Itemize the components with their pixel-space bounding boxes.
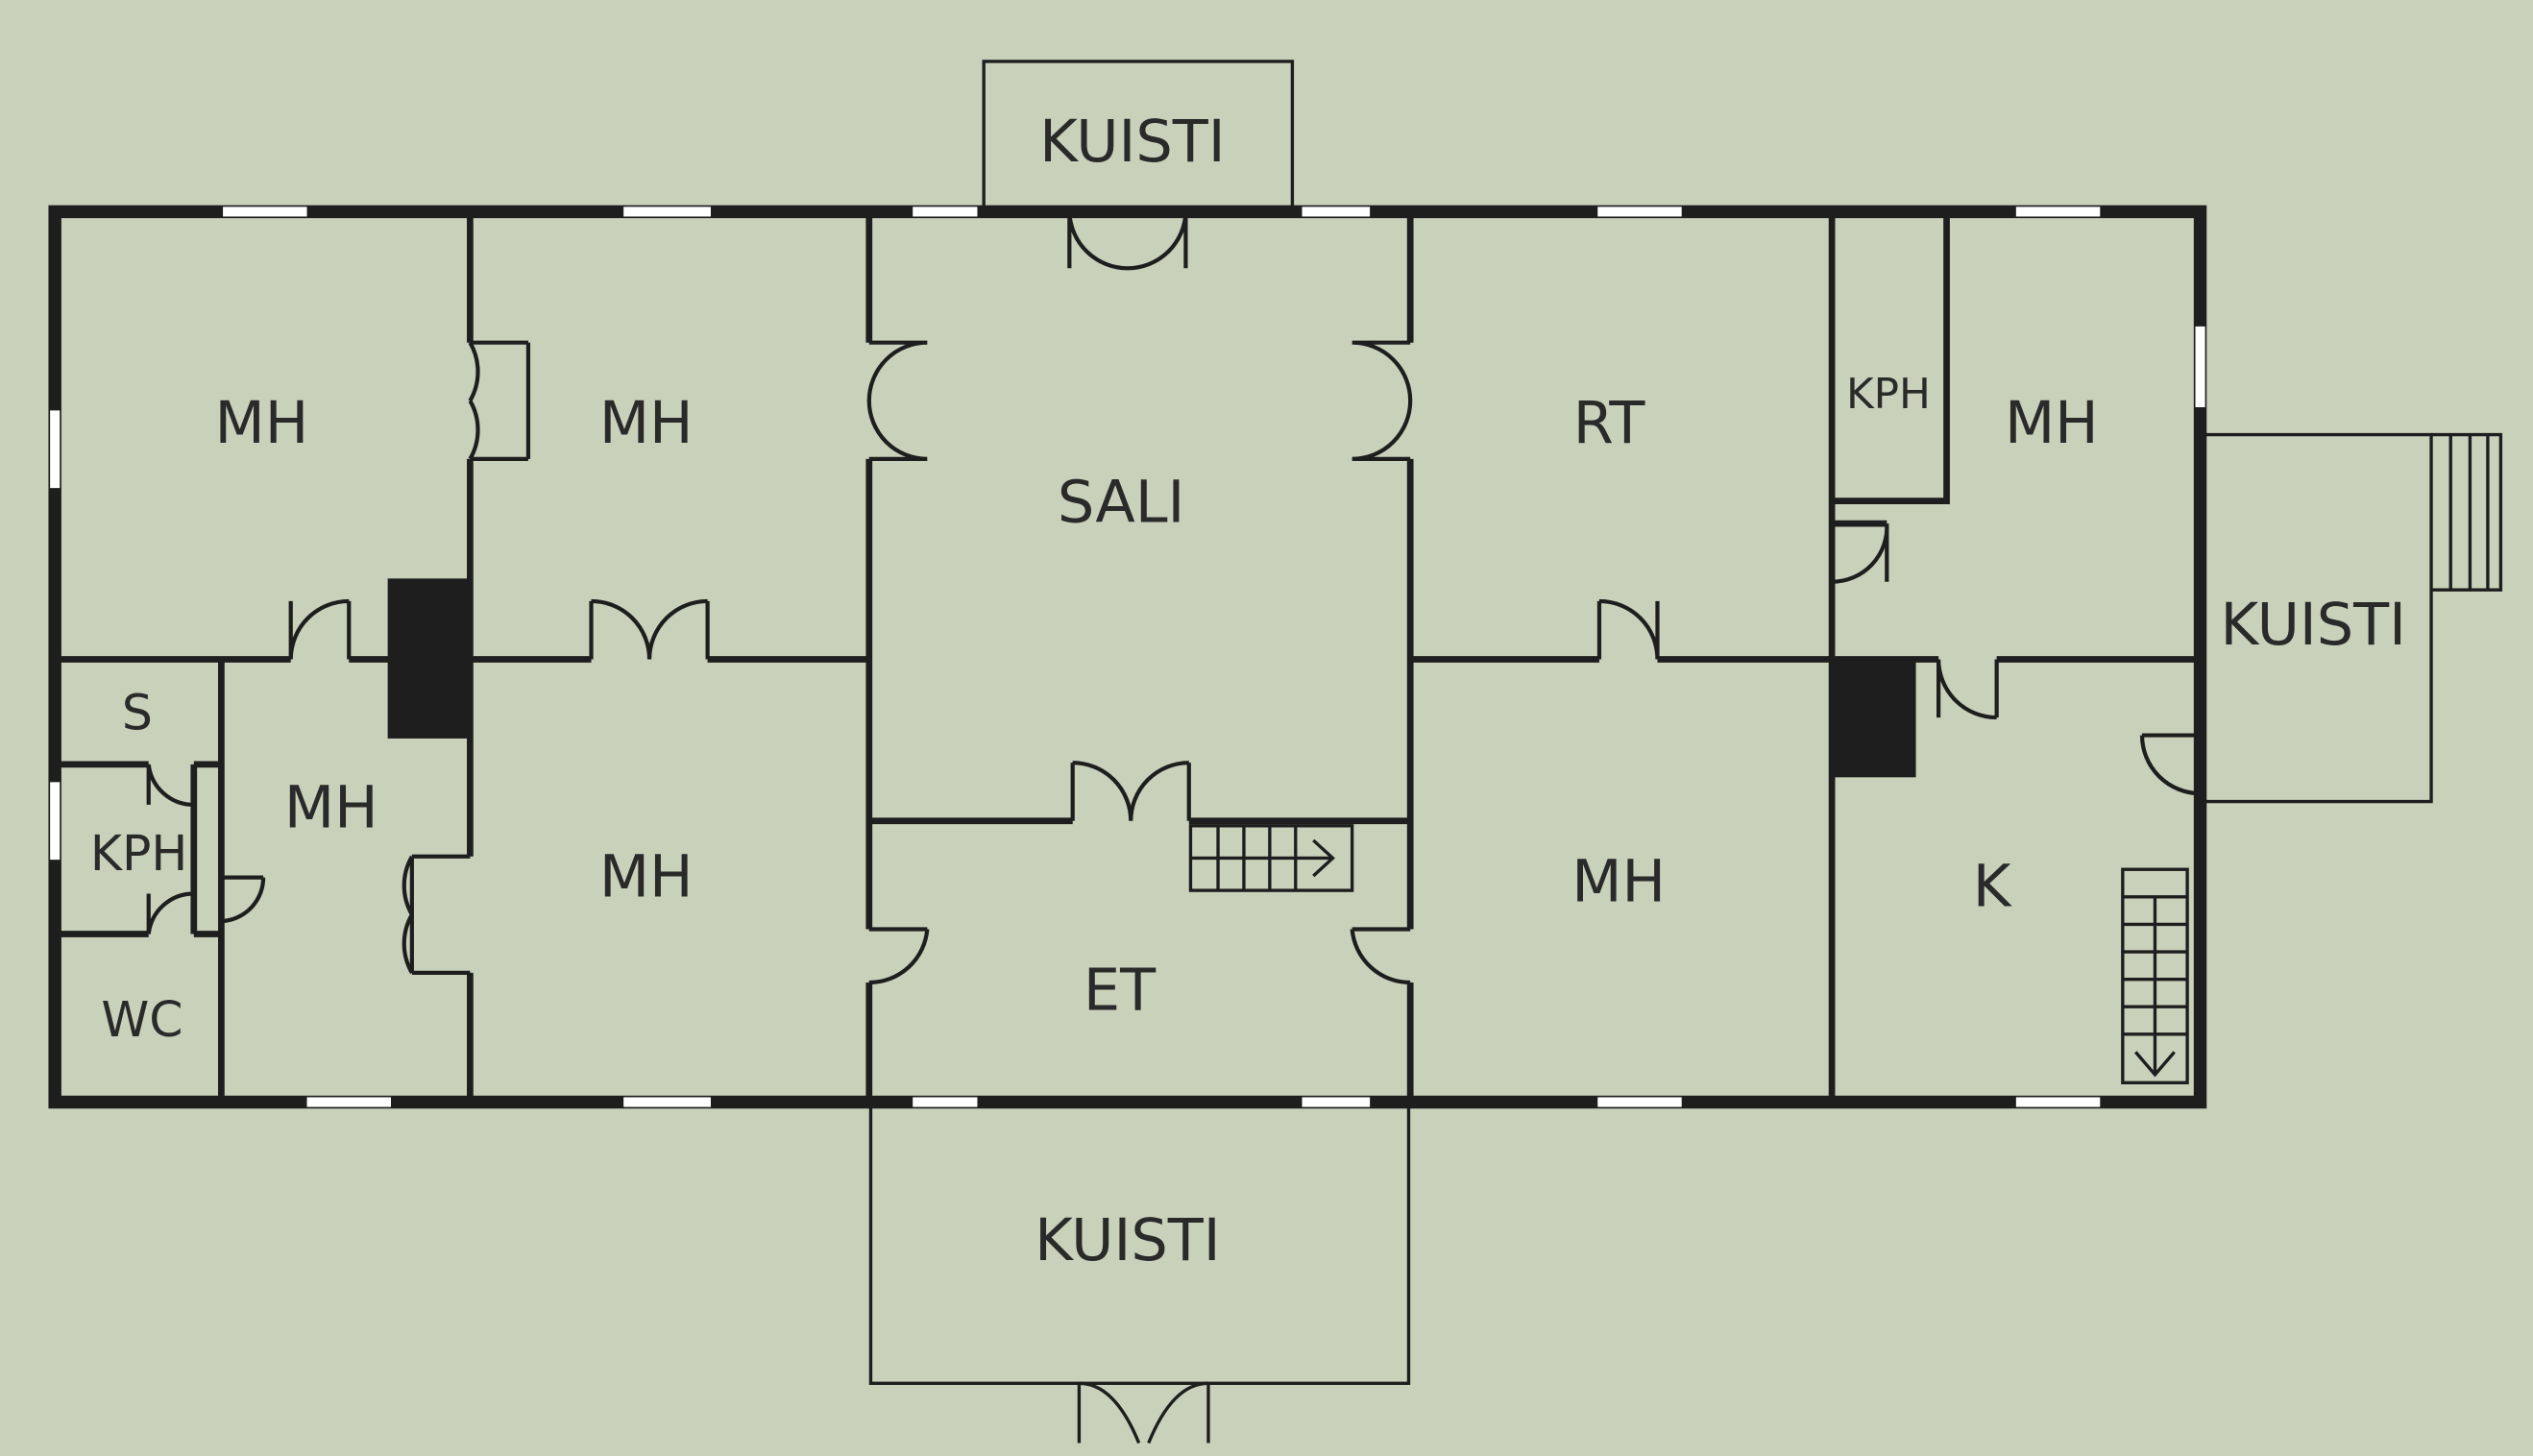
- label-porch-top: KUISTI: [1039, 109, 1225, 176]
- window: [2195, 326, 2205, 408]
- label-mh-bottom-right: MH: [1571, 849, 1666, 916]
- label-kph-left: KPH: [90, 825, 187, 882]
- label-wc: WC: [101, 991, 183, 1048]
- porch-right-outline: [2200, 432, 2433, 804]
- stairs-k-outline: [2121, 867, 2189, 1085]
- window: [1597, 1097, 1682, 1107]
- door-mh-hall-left: [288, 598, 352, 660]
- label-porch-right: KUISTI: [2221, 592, 2406, 659]
- window: [623, 206, 711, 217]
- window: [1302, 206, 1371, 217]
- label-rt: RT: [1573, 390, 1646, 457]
- chimney-left: [387, 578, 471, 739]
- window: [306, 1097, 391, 1107]
- window: [623, 1097, 711, 1107]
- door-mh-mh-lower: [402, 854, 471, 976]
- windows: [50, 206, 2205, 1107]
- stairs-et: [1188, 824, 1354, 892]
- window: [50, 782, 61, 861]
- door-rt-mh: [1596, 598, 1660, 660]
- label-s: S: [122, 685, 153, 741]
- window: [223, 206, 307, 217]
- door-top-porch: [1067, 211, 1188, 271]
- door-sali-right: [1352, 340, 1413, 461]
- window: [913, 206, 978, 217]
- interior-walls: [55, 211, 2201, 1103]
- kph-right-closet: [1832, 211, 1950, 504]
- porch-outlines: [868, 60, 2503, 1444]
- window: [2015, 206, 2101, 217]
- stairs-k: [2121, 867, 2189, 1085]
- door-et-right: [1350, 927, 1411, 985]
- chimney-right: [1832, 659, 1916, 778]
- label-et: ET: [1084, 957, 1157, 1024]
- stair-arrow-icon: [2134, 1051, 2176, 1078]
- label-mh-bottom-small: MH: [284, 774, 378, 841]
- door-mh-mh-mid: [589, 598, 710, 660]
- window: [913, 1097, 978, 1107]
- door-et-sali: [1070, 761, 1191, 821]
- stair-arrow-icon: [1312, 838, 1335, 878]
- room-labels: MH MH SALI RT KPH MH S KPH WC MH MH ET M…: [90, 109, 2406, 1274]
- window: [1597, 206, 1682, 217]
- label-mh-bottom-2: MH: [599, 844, 694, 911]
- door-wc: [146, 891, 194, 934]
- door-et-left: [868, 927, 930, 985]
- label-mh-top-2: MH: [599, 390, 694, 457]
- label-sali: SALI: [1058, 469, 1185, 536]
- door-k-mh: [1936, 659, 1999, 720]
- window: [1302, 1097, 1371, 1107]
- door-kph-left: [221, 875, 266, 924]
- label-mh-top-left: MH: [215, 390, 309, 457]
- porch-top-outline: [982, 60, 1295, 212]
- label-kph-right: KPH: [1846, 370, 1931, 419]
- door-sali-left: [866, 340, 928, 461]
- porch-bottom-door: [1077, 1381, 1210, 1444]
- doors: [146, 211, 2201, 985]
- door-kph-right: [1832, 523, 1889, 584]
- door-k-porch: [2139, 733, 2201, 796]
- porch-right-steps: [2431, 432, 2503, 592]
- porch-bottom-outline: [868, 1102, 1411, 1385]
- label-porch-bottom: KUISTI: [1035, 1207, 1220, 1274]
- label-mh-top-right: MH: [2005, 390, 2099, 457]
- window: [50, 410, 61, 489]
- label-k: K: [1973, 854, 2012, 921]
- window: [2015, 1097, 2101, 1107]
- door-mh-mh-top: [468, 340, 531, 461]
- door-s: [146, 764, 194, 808]
